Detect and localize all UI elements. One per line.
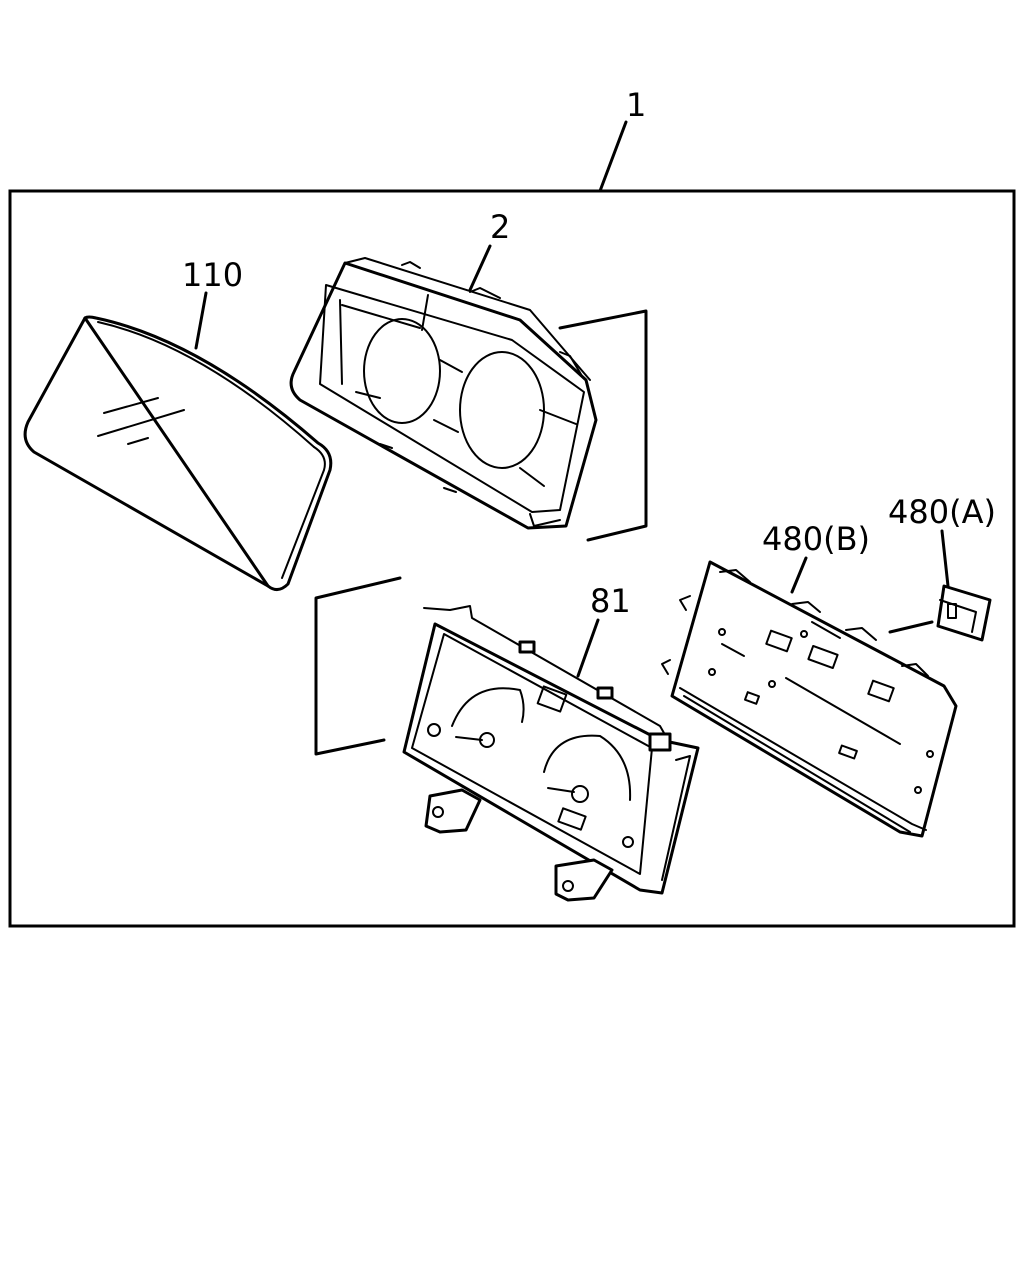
leader-1 [598, 120, 628, 193]
leader-2 [468, 244, 492, 292]
bracket-upper [558, 309, 648, 542]
meter-panel [402, 605, 700, 902]
leader-81 [576, 618, 600, 678]
callout-2: 2 [490, 208, 510, 246]
leader-480b-link [888, 620, 934, 634]
leader-110 [194, 291, 208, 350]
callout-110: 110 [182, 256, 243, 294]
callout-81: 81 [590, 582, 631, 620]
callout-480b: 480(B) [762, 520, 870, 558]
bracket-lower [314, 576, 402, 756]
bezel [289, 257, 598, 530]
callout-480a: 480(A) [888, 493, 996, 531]
leader-480a [940, 529, 950, 588]
circuit-board-a [936, 584, 992, 642]
assembly-frame [8, 189, 1016, 928]
leader-480b [790, 556, 808, 594]
lens-cover [23, 315, 333, 591]
callout-1: 1 [626, 86, 646, 124]
circuit-board-b [661, 560, 958, 838]
